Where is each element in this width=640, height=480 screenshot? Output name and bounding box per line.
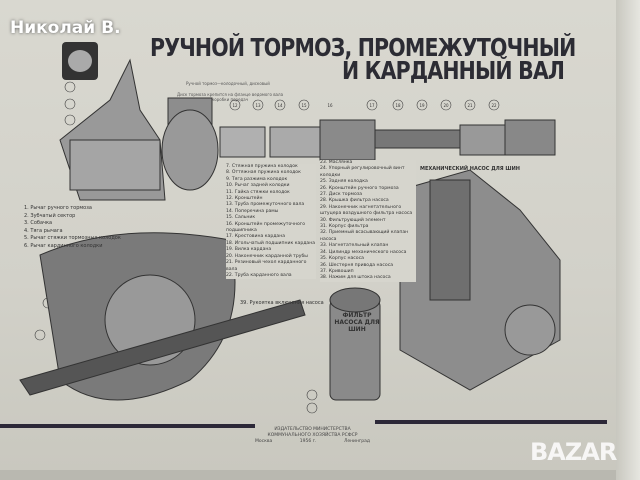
legend-item: 14. Поперечина рамы <box>226 208 279 214</box>
legend-item: 5. Рычаг стяжки тормозных колодок <box>24 235 121 242</box>
legend-item: 12. Кронштейн <box>226 196 263 202</box>
legend-item: 31. Корпус фильтра <box>320 224 369 230</box>
publisher-imprint: ИЗДАТЕЛЬСТВО МИНИСТЕРСТВА КОММУНАЛЬНОГО … <box>255 427 370 445</box>
publisher-line: КОММУНАЛЬНОГО ХОЗЯЙСТВА РСФСР <box>267 433 358 438</box>
pump-section-label: МЕХАНИЧЕСКИЙ НАСОС ДЛЯ ШИН <box>420 166 520 172</box>
legend-item: 21. Резиновый чехол карданного вала <box>226 260 307 272</box>
legend-item: 1. Рычаг ручного тормоза <box>24 205 92 211</box>
callout-number: 17 <box>369 103 375 108</box>
poster-subtitle-1: Ручной тормоз—колодочный, дисковый <box>186 81 270 86</box>
legend-item: 10. Рычаг задней колодки <box>226 183 290 189</box>
bazar-logo-watermark: BAZAR <box>530 438 617 466</box>
legend-item: 23. Маслянка <box>320 160 353 165</box>
legend-item: 7. Стяжная пружина колодок <box>226 164 298 169</box>
legend-item: 30. Фильтрующий элемент <box>320 217 386 223</box>
legend-item: 22. Труба карданного вала <box>226 272 292 278</box>
legend-item: 6. Рычаг кардинного колодки <box>24 242 103 249</box>
legend-item: 16. Кронштейн промежуточного подшипника <box>226 221 306 234</box>
legend-item: 2. Зубчатый сектор <box>24 212 76 219</box>
callout-number: 12 <box>232 103 238 108</box>
callout-number: 15 <box>301 103 307 108</box>
year: 1956 г. <box>299 439 317 444</box>
bottom-rule-left <box>0 424 255 428</box>
legend-item: 27. Диск тормоза <box>320 192 363 198</box>
city-right: Ленинград <box>343 439 370 444</box>
legend-item: 20. Наконечник карданной трубы <box>226 253 308 259</box>
legend-item: 37. Кривошип <box>320 268 354 274</box>
legend-item: 17. Крестовина кардана <box>226 234 286 240</box>
legend-item: 18. Игольчатый подшипник кардана <box>226 240 316 246</box>
callout-number: 22 <box>491 103 497 108</box>
legend-item: 11. Гайка стяжки колодок <box>226 189 290 195</box>
poster-curl-edge <box>616 0 640 480</box>
legend-middle: 7. Стяжная пружина колодок 8. Оттяжная п… <box>226 164 316 280</box>
city-left: Москва <box>255 439 273 444</box>
legend-item: 26. Кронштейн ручного тормоза <box>320 185 399 191</box>
legend-item: 25. Задняя колодка <box>320 179 368 185</box>
legend-item: 15. Сальник <box>226 215 256 221</box>
bottom-rule-right <box>375 420 607 424</box>
legend-item: 29. Наконечник нагнетательного штуцера в… <box>320 204 413 217</box>
legend-item: 36. Шестерня привода насоса <box>320 262 394 268</box>
legend-right: 23. Маслянка 24. Упорный регулировочный … <box>320 160 416 282</box>
callout-number: 20 <box>443 103 449 108</box>
callout-number: 19 <box>419 103 425 108</box>
gearbox-drawing <box>59 58 166 201</box>
legend-item: 28. Крышка фильтра насоса <box>320 198 389 204</box>
legend-item: 38. Нажим для штока насоса <box>320 275 391 281</box>
poster-logo <box>62 42 98 80</box>
poster-subtitle-2: Диск тормоза крепится на фланце ведомого… <box>176 92 284 102</box>
legend-item: 4. Тяга рычага <box>24 227 63 234</box>
legend-left: 1. Рычаг ручного тормоза 2. Зубчатый сек… <box>24 205 121 251</box>
legend-item: 8. Оттяжная пружина колодок <box>226 170 301 176</box>
callout-number: 13 <box>255 103 261 108</box>
filter-section-label: ФИЛЬТР НАСОСА ДЛЯ ШИН <box>334 312 380 333</box>
callout-number: 16 <box>327 103 333 108</box>
hand-brake-drawing <box>19 232 306 401</box>
callout-number: 21 <box>467 103 473 108</box>
poster-title-line2: И КАРДАННЫЙ ВАЛ <box>342 56 565 85</box>
legend-item: 33. Нагнетательный клапан <box>320 243 389 249</box>
poster-title-line1: РУЧНОЙ ТОРМОЗ, ПРОМЕЖУТОЧНЫЙ <box>150 33 576 62</box>
legend-footer: 39. Рукоятка включения насоса <box>240 300 324 306</box>
legend-item: 9. Тяга разжима колодок <box>226 176 288 182</box>
user-watermark: Николай В. <box>10 18 121 38</box>
pump-filter-drawing <box>329 287 381 401</box>
legend-item: 19. Вилка кардана <box>226 247 272 253</box>
callout-number: 14 <box>277 103 283 108</box>
callout-number: 18 <box>395 103 401 108</box>
publisher-line: ИЗДАТЕЛЬСТВО МИНИСТЕРСТВА <box>274 427 351 432</box>
poster: РУЧНОЙ ТОРМОЗ, ПРОМЕЖУТОЧНЫЙ И КАРДАННЫЙ… <box>0 0 620 470</box>
legend-item: 35. Корпус насоса <box>320 256 364 262</box>
legend-item: 13. Труба промежуточного вала <box>226 202 305 208</box>
tire-pump-drawing <box>399 169 561 391</box>
legend-item: 24. Упорный регулировочный винт колодки <box>320 166 405 178</box>
legend-item: 3. Собачка <box>24 220 53 227</box>
propeller-shaft-drawing <box>219 119 556 161</box>
legend-item: 34. Цилиндр механического насоса <box>320 249 407 255</box>
brake-drum-drawing <box>161 97 219 191</box>
legend-item: 32. Приемный всасывающий клапан насоса <box>320 230 409 242</box>
technical-drawings: 12 13 14 15 16 17 18 19 20 21 22 <box>19 58 561 414</box>
